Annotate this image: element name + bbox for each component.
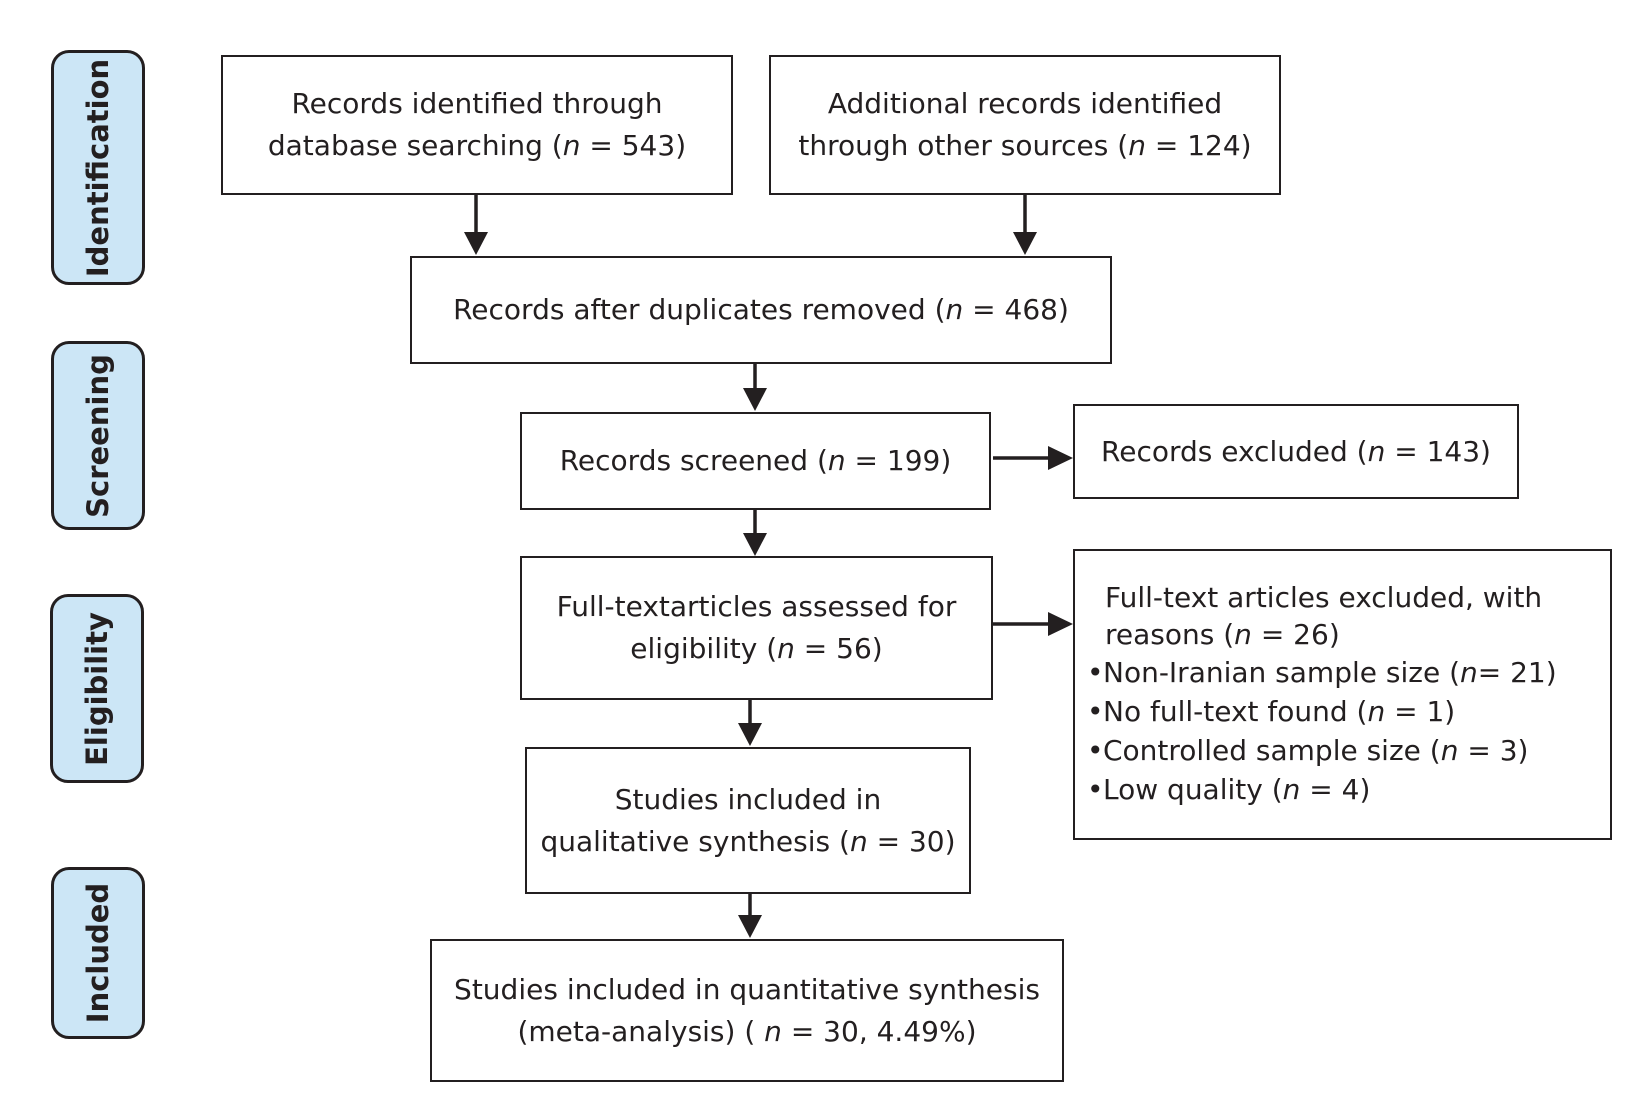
box-duplicates-removed: Records after duplicates removed (n = 46… — [410, 256, 1112, 364]
box-line: through other sources (n = 124) — [798, 129, 1252, 162]
box-fulltext-assessed: Full-textarticles assessed for eligibili… — [520, 556, 993, 700]
bullet-icon: • — [1087, 656, 1104, 689]
arrowhead-excluded — [1048, 446, 1073, 470]
box-qualitative-synthesis: Studies included in qualitative synthesi… — [525, 747, 971, 894]
box-line: Studies included in — [614, 782, 882, 816]
arrowhead-fulltext-excluded — [1048, 612, 1073, 636]
box-fulltext-excluded: Full-text articles excluded, with reason… — [1073, 549, 1612, 840]
box-line: Records after duplicates removed (n = 46… — [453, 293, 1069, 326]
bullet-icon: • — [1087, 695, 1104, 728]
exclusion-reason-item: •Non-Iranian sample size (n= 21) — [1075, 653, 1557, 692]
box-line: eligibility (n = 56) — [630, 632, 883, 665]
exclusion-reason-item: •Low quality (n = 4) — [1075, 770, 1370, 809]
excluded-title-line: Full-text articles excluded, with — [1105, 581, 1543, 614]
box-line: Records excluded (n = 143) — [1101, 434, 1491, 468]
arrowhead-quantitative — [738, 915, 762, 938]
box-line: (meta-analysis) ( n = 30, 4.49%) — [517, 1014, 977, 1048]
arrowhead-qualitative — [738, 723, 762, 746]
bullet-icon: • — [1087, 734, 1104, 767]
box-line: Records identified through — [291, 87, 663, 120]
phase-label-included: Included — [51, 867, 145, 1039]
box-line: database searching (n = 543) — [267, 129, 687, 162]
excluded-title-line: reasons (n = 26) — [1105, 618, 1340, 651]
box-line: Records screened (n = 199) — [559, 444, 952, 477]
box-line: Full-textarticles assessed for — [556, 590, 957, 623]
arrowhead-db — [464, 232, 488, 255]
phase-label-identification: Identification — [51, 50, 145, 285]
arrowhead-fulltext — [743, 533, 767, 556]
box-records-screened: Records screened (n = 199) — [520, 412, 991, 510]
box-line: qualitative synthesis (n = 30) — [540, 824, 956, 858]
box-line: Studies included in quantitative synthes… — [454, 972, 1040, 1006]
box-line: Additional records identified — [827, 87, 1223, 120]
box-database-searching: Records identified through database sear… — [221, 55, 733, 195]
box-other-sources: Additional records identified through ot… — [769, 55, 1281, 195]
exclusion-reason-item: •No full-text found (n = 1) — [1075, 692, 1455, 731]
phase-label-screening: Screening — [51, 341, 145, 530]
arrowhead-other — [1013, 232, 1037, 255]
box-records-excluded: Records excluded (n = 143) — [1073, 404, 1519, 499]
phase-label-eligibility: Eligibility — [50, 594, 144, 783]
arrowhead-duplicates — [743, 388, 767, 411]
box-quantitative-synthesis: Studies included in quantitative synthes… — [430, 939, 1064, 1082]
bullet-icon: • — [1087, 773, 1104, 806]
exclusion-reason-item: •Controlled sample size (n = 3) — [1075, 731, 1528, 770]
